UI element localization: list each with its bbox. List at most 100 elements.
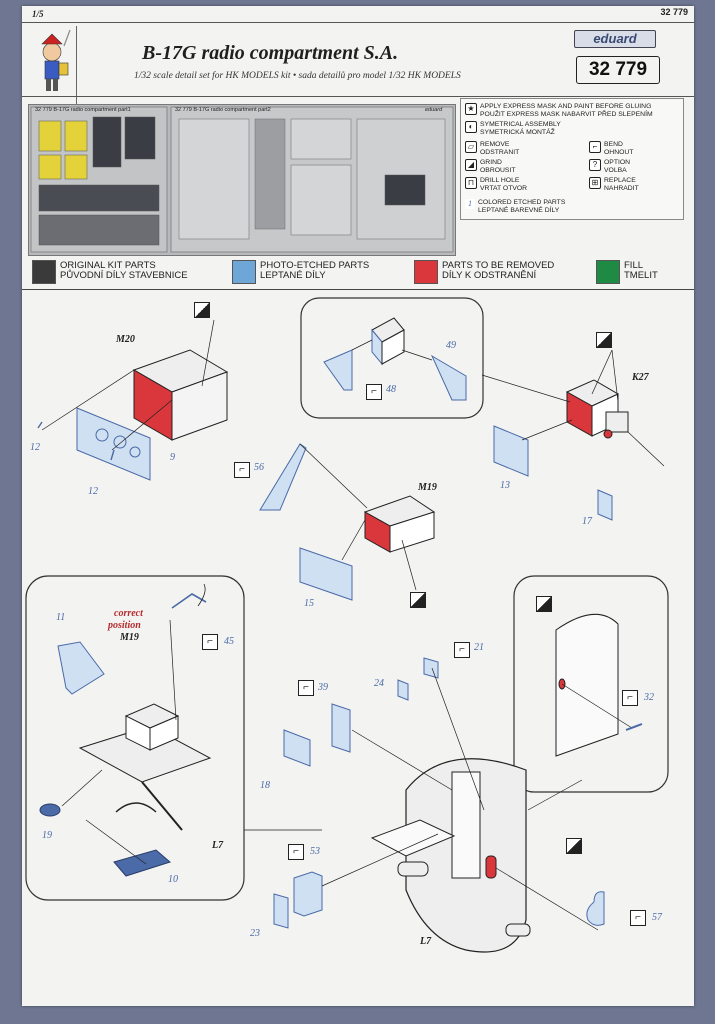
- part-number: 53: [310, 846, 320, 857]
- legend-express-mask: ★ APPLY EXPRESS MASK AND PAINT BEFORE GL…: [465, 103, 653, 119]
- part-number: 19: [42, 830, 52, 841]
- part-number: 12: [30, 442, 40, 453]
- part-12b-wire: [110, 449, 115, 461]
- fret-illustration: [30, 106, 454, 253]
- part-number: 21: [474, 642, 484, 653]
- part-32-clip: [625, 723, 643, 731]
- part-number: 10: [168, 874, 178, 885]
- part-56-bracket: [259, 443, 307, 511]
- replace-icon: ⊞: [589, 177, 601, 189]
- part-number: 15: [304, 598, 314, 609]
- fret-label-left: 32 779 B-17G radio compartment part1: [35, 107, 131, 113]
- part-number: 23: [250, 928, 260, 939]
- part-m20-box: [132, 349, 229, 441]
- part-number: 45: [224, 636, 234, 647]
- bend-icon: ⌐: [234, 462, 250, 478]
- page-number: 1/5: [32, 9, 44, 19]
- part-21-bracket: [423, 657, 439, 679]
- part-l7-bulkhead: [370, 758, 531, 953]
- kit-number: 32 779: [576, 56, 660, 84]
- label-m19: M19: [418, 482, 437, 493]
- question-icon: ?: [589, 159, 601, 171]
- fret-brand: eduard: [425, 107, 443, 113]
- section-divider: [22, 289, 694, 290]
- bend-icon: ⌐: [622, 690, 638, 706]
- bend-icon: ⌐: [202, 634, 218, 650]
- fill-icon: [194, 302, 210, 318]
- label-correct: correct: [114, 608, 143, 619]
- swatch-fill: [596, 260, 620, 284]
- header-rule-bottom: [22, 96, 694, 97]
- symmetry-icon: ◐: [465, 121, 477, 133]
- part-45-handle: [171, 593, 207, 609]
- part-24-clip: [397, 679, 409, 701]
- brand-logo: eduard: [574, 30, 656, 48]
- leader-line: [201, 319, 215, 387]
- kit-code-top: 32 779: [660, 7, 688, 17]
- part-13-panel: [493, 425, 529, 477]
- part-number: 13: [500, 480, 510, 491]
- legend-symmetrical: ◐ SYMETRICAL ASSEMBLY SYMETRICKÁ MONTÁŽ: [465, 121, 561, 137]
- drill-icon: ⊓: [465, 177, 477, 189]
- bend-icon: ⌐: [630, 910, 646, 926]
- legend-replace: ⊞ REPLACE NAHRADIT: [589, 177, 639, 193]
- part-door-panel: [555, 613, 619, 757]
- part-10-plate: [113, 849, 172, 877]
- label-m20: M20: [116, 334, 135, 345]
- part-12-wire: [37, 421, 43, 429]
- part-19-disc: [39, 803, 61, 817]
- part-15-panel: [299, 547, 353, 601]
- bend-icon: ⌐: [288, 844, 304, 860]
- leader-line: [41, 369, 135, 431]
- fill-icon: [536, 596, 552, 612]
- label-position: position: [108, 620, 141, 631]
- bend-icon: ⌐: [454, 642, 470, 658]
- label-l7-bulkhead: L7: [420, 936, 432, 947]
- swatch-remove: [414, 260, 438, 284]
- part-number: 56: [254, 462, 264, 473]
- legend-bend: ⌐ BEND OHNOUT: [589, 141, 633, 157]
- label-l7-table: L7: [212, 840, 224, 851]
- label-remove: PARTS TO BE REMOVED DÍLY K ODSTRANĚNÍ: [442, 260, 555, 281]
- part-11-frame: [57, 641, 105, 695]
- part-m19-small: [124, 703, 180, 751]
- label-original: ORIGINAL KIT PARTS PŮVODNÍ DÍLY STAVEBNI…: [60, 260, 188, 281]
- part-number: 57: [652, 912, 662, 923]
- label-photo-etched: PHOTO-ETCHED PARTS LEPTANÉ DÍLY: [260, 260, 370, 281]
- swatch-photo-etched: [232, 260, 256, 284]
- swatch-original: [32, 260, 56, 284]
- part-number: 9: [170, 452, 175, 463]
- part-53-block: [293, 871, 323, 917]
- page-title: B-17G radio compartment S.A.: [142, 42, 399, 64]
- page-subtitle: 1/32 scale detail set for HK MODELS kit …: [134, 71, 461, 81]
- fill-icon: [410, 592, 426, 608]
- part-48-bracket: [323, 349, 353, 391]
- part-number: 24: [374, 678, 384, 689]
- label-fill: FILL TMELIT: [624, 260, 658, 281]
- part-23-plate: [273, 893, 289, 929]
- part-l7-table: [78, 725, 212, 831]
- part-number: 39: [318, 682, 328, 693]
- part-k27-box: [565, 379, 629, 439]
- fret-photo: 32 779 B-17G radio compartment part1 32 …: [28, 104, 456, 256]
- fill-icon: [566, 838, 582, 854]
- instruction-sheet: 1/5 32 779 B-17G radio compartment S.A. …: [22, 6, 694, 1006]
- part-9-panel: [76, 407, 151, 481]
- legend-grind: ◢ GRIND OBROUSIT: [465, 159, 516, 175]
- colored-part-icon: 1: [465, 199, 475, 209]
- remove-icon: ▱: [465, 141, 477, 153]
- part-number: 11: [56, 612, 66, 623]
- label-m19-small: M19: [120, 632, 139, 643]
- part-number: 17: [582, 516, 592, 527]
- header-rule: [22, 22, 694, 23]
- assembly-diagram: [25, 297, 669, 953]
- mascot-logo: [41, 26, 77, 104]
- part-number: 32: [644, 692, 654, 703]
- part-number: 12: [88, 486, 98, 497]
- part-number: 48: [386, 384, 396, 395]
- bend-icon: ⌐: [298, 680, 314, 696]
- part-49-plate: [430, 354, 467, 401]
- label-k27: K27: [632, 372, 649, 383]
- part-callout-block: [371, 317, 405, 366]
- grind-icon: ◢: [465, 159, 477, 171]
